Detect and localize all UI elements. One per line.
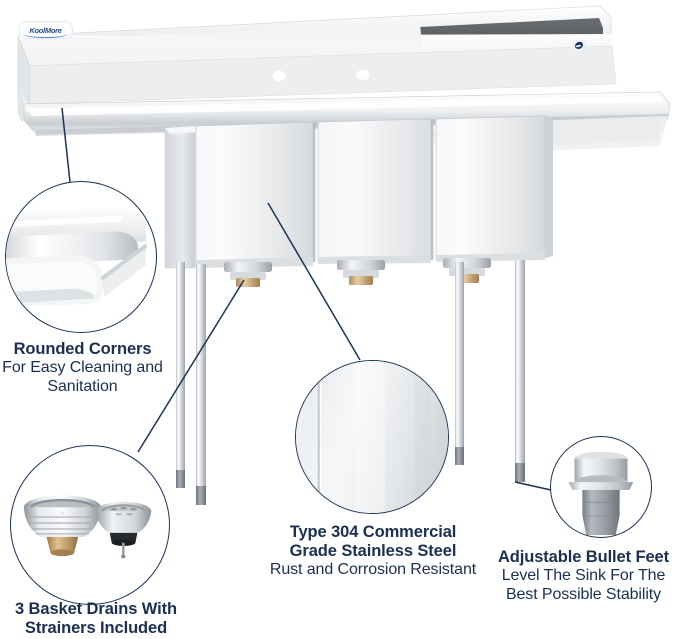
sink-leg-1 — [176, 262, 185, 488]
faucet-hole-2 — [356, 69, 370, 81]
caption-title1-basket-drains: 3 Basket Drains With — [15, 600, 177, 618]
caption-title-bullet-feet: Adjustable Bullet Feet — [497, 548, 670, 566]
caption-line2-bullet-feet: Best Possible Stability — [505, 585, 662, 603]
drain-fitting-2 — [337, 260, 385, 285]
left-side-panel — [164, 125, 196, 269]
caption-line1-rounded-corners: For Easy Cleaning and — [2, 359, 163, 377]
callout-circle-stainless-steel — [295, 360, 449, 514]
sink-bowl-2 — [317, 118, 432, 263]
sink-leg-4 — [515, 260, 525, 482]
caption-bullet-feet: Adjustable Bullet Feet Level The Sink Fo… — [488, 548, 679, 604]
faucet-hole-1 — [272, 70, 286, 82]
caption-line1-stainless-steel: Rust and Corrosion Resistant — [269, 561, 477, 579]
caption-rounded-corners: Rounded Corners For Easy Cleaning and Sa… — [0, 340, 165, 396]
caption-title2-stainless-steel: Grade Stainless Steel — [289, 542, 457, 561]
caption-line2-rounded-corners: Sanitation — [47, 377, 118, 395]
sink-bowl-3 — [435, 115, 546, 261]
sink-bowl-1 — [195, 121, 314, 267]
caption-line1-bullet-feet: Level The Sink For The — [501, 567, 666, 585]
logo-swoosh-icon — [23, 30, 68, 38]
certification-badge-icon — [572, 39, 585, 52]
callout-circle-basket-drains — [10, 445, 170, 605]
strainer-basket — [95, 501, 152, 559]
caption-stainless-steel: Type 304 Commercial Grade Stainless Stee… — [257, 523, 489, 580]
koolmore-logo: KoolMore — [18, 21, 73, 39]
basket-drain-body — [23, 495, 101, 557]
callout-circle-rounded-corners — [5, 181, 157, 333]
sink-leg-2 — [196, 264, 206, 505]
drain-fitting-1 — [224, 262, 272, 287]
badge-dot-icon — [574, 41, 583, 50]
caption-title-rounded-corners: Rounded Corners — [13, 340, 152, 358]
caption-title1-stainless-steel: Type 304 Commercial — [289, 523, 457, 541]
sink-leg-3 — [455, 262, 464, 465]
callout-circle-bullet-feet — [550, 436, 652, 538]
caption-basket-drains: 3 Basket Drains With Strainers Included — [0, 600, 192, 638]
drain-fitting-3 — [443, 258, 491, 283]
caption-title2-basket-drains: Strainers Included — [24, 619, 168, 638]
